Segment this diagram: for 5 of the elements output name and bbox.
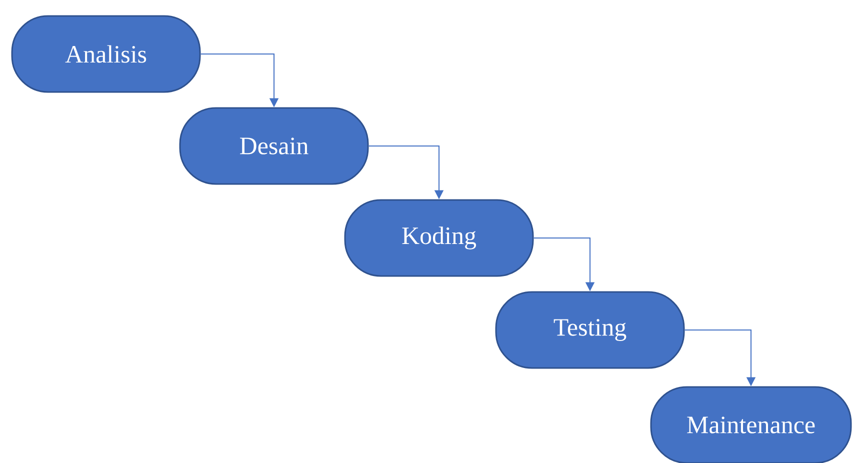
process-box: Maintenance	[650, 386, 852, 463]
process-box: Koding	[344, 199, 534, 277]
process-box: Desain	[179, 107, 369, 185]
process-box: Testing	[495, 291, 685, 369]
process-box: Analisis	[11, 15, 201, 93]
